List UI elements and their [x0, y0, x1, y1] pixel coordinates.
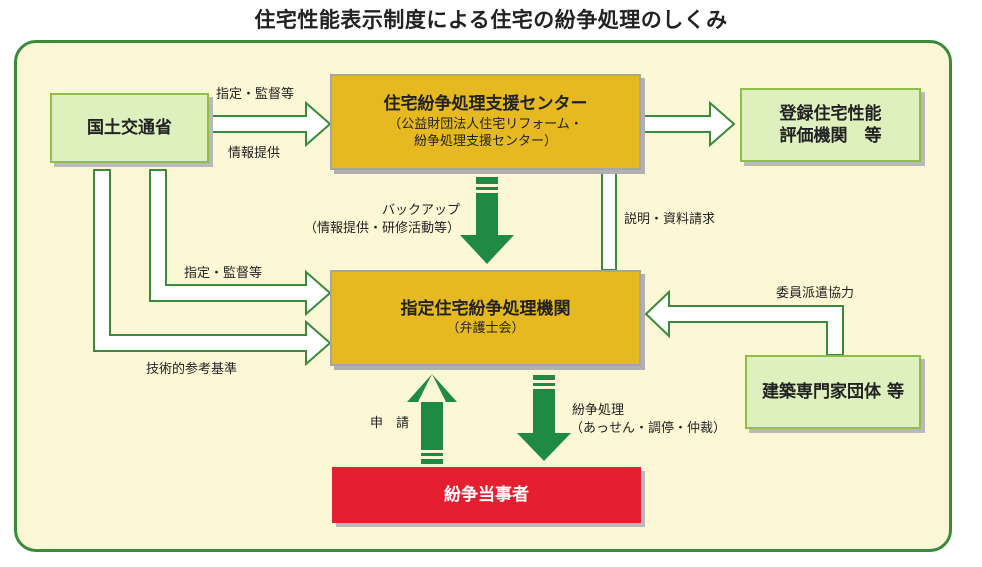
mlit-to-center-arrow [208, 100, 332, 148]
apply-arrow [407, 374, 457, 450]
label-mlit-designated-1: 指定・監督等 [184, 266, 263, 281]
experts-name: 建築専門家団体 等 [762, 381, 904, 402]
label-mlit-center-bottom: 情報提供 [228, 146, 281, 161]
support-center-box: 住宅紛争処理支援センター （公益財団法人住宅リフォーム・ 紛争処理支援センター） [330, 74, 641, 170]
experts-to-designated-arrow [644, 289, 844, 356]
label-dispute-1: 紛争処理 [572, 403, 625, 418]
mlit-box: 国土交通省 [50, 93, 209, 163]
parties-box: 紛争当事者 [332, 467, 641, 523]
support-center-name: 住宅紛争処理支援センター [383, 94, 588, 115]
parties-name: 紛争当事者 [444, 484, 529, 505]
support-center-sub-1: （公益財団法人住宅リフォーム・ [388, 116, 583, 132]
label-apply: 申 請 [370, 416, 410, 431]
experts-box: 建築専門家団体 等 [745, 355, 921, 429]
label-explain: 説明・資料請求 [624, 212, 716, 227]
label-backup-1: バックアップ [381, 203, 460, 218]
designated-body-box: 指定住宅紛争処理機関 （弁護士会） [330, 270, 641, 366]
backup-arrow [460, 193, 514, 264]
center-to-evaluation-arrow [640, 100, 736, 148]
label-experts-designated: 委員派遣協力 [776, 286, 855, 301]
designated-body-sub: （弁護士会） [446, 321, 525, 337]
label-mlit-center-top: 指定・監督等 [216, 87, 295, 102]
dispute-arrow [517, 389, 571, 461]
mlit-name: 国土交通省 [87, 117, 172, 138]
evaluation-name-2: 評価機関 等 [779, 126, 882, 146]
evaluation-name-1: 登録住宅性能 [779, 103, 882, 124]
designated-body-name: 指定住宅紛争処理機関 [400, 299, 571, 320]
label-dispute-2: （あっせん・調停・仲裁） [570, 421, 727, 436]
label-mlit-designated-2: 技術的参考基準 [146, 362, 238, 377]
explain-connector [601, 169, 617, 271]
label-backup-2: （情報提供・研修活動等） [303, 221, 460, 236]
mlit-to-designated-arrow-1 [149, 169, 332, 317]
support-center-sub-2: 紛争処理支援センター） [413, 134, 557, 150]
evaluation-box: 登録住宅性能 評価機関 等 [740, 88, 921, 162]
mlit-to-designated-arrow-2 [93, 169, 332, 367]
diagram-title: 住宅性能表示制度による住宅の紛争処理のしくみ [254, 8, 728, 32]
